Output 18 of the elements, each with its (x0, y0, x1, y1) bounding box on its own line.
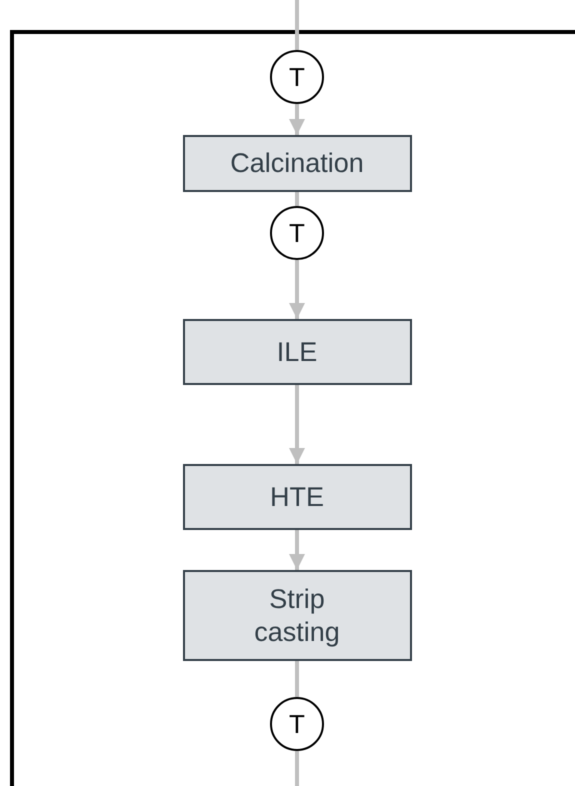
process-box (182, 570, 412, 661)
process-box (182, 464, 412, 530)
connector-circle (270, 697, 324, 751)
node-label: HTE (270, 480, 324, 514)
node-label: Strip casting (253, 583, 341, 648)
arrow (289, 104, 305, 135)
connector-circle (270, 206, 324, 260)
node-label: ILE (276, 336, 318, 368)
arrow (289, 530, 305, 570)
node-label: T (289, 708, 305, 740)
process-box (182, 135, 412, 192)
process-box (182, 319, 412, 385)
connector-circle (270, 50, 324, 104)
node-label: T (289, 62, 305, 92)
node-label: Calcination (230, 147, 364, 180)
node-label: T (289, 218, 305, 248)
arrow (289, 260, 305, 319)
arrow (289, 385, 305, 464)
